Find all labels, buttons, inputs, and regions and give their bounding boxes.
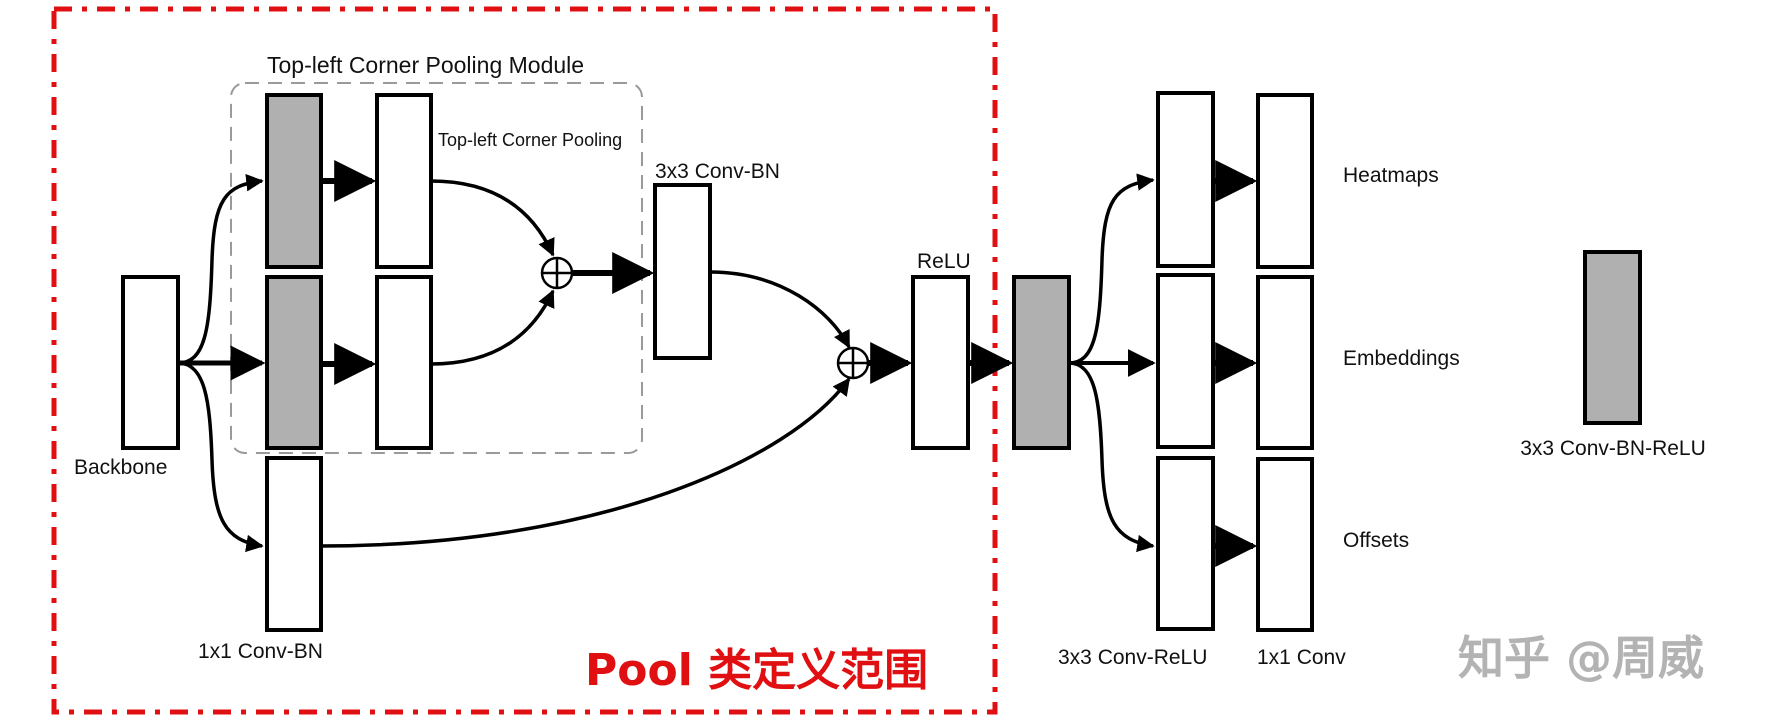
conv-bn-relu-block-out [1012,275,1071,450]
conv1-bn-label: 1x1 Conv-BN [198,640,323,663]
conv3-bn-block [653,183,712,360]
arrow-backbone-to-1x1 [177,361,264,553]
arrow-pool-bottom-to-sum [430,289,555,366]
conv1-label: 1x1 Conv [1257,646,1346,669]
module-title: Top-left Corner Pooling Module [267,52,584,78]
pool-scope-title: Pool 类定义范围 [585,645,928,696]
relu-label: ReLU [917,250,971,273]
conv3-relu-block-offsets [1156,456,1215,631]
backbone-block [121,275,180,450]
pooling-block-bottom [375,275,433,450]
conv3-bn-label: 3x3 Conv-BN [655,160,780,183]
pooling-block-top [375,93,433,269]
conv3-relu-block-embeddings [1156,273,1215,449]
conv1-block-offsets [1256,457,1314,632]
arrow-pool-top-to-sum [430,179,555,257]
conv3-relu-label: 3x3 Conv-ReLU [1058,646,1207,669]
sum-icon-1 [540,256,574,290]
conv-bn-relu-block-top [265,93,323,269]
conv-bn-relu-block-bottom [265,275,323,450]
legend-gray-block [1583,250,1642,425]
arrow-gray-to-heatmaps [1068,173,1155,365]
offsets-label: Offsets [1343,529,1409,552]
conv1-block-heatmaps [1256,93,1314,269]
arrow-gray-to-offsets [1068,361,1155,553]
relu-block [911,275,970,450]
sum-icon-2 [836,346,870,380]
corner-pooling-label: Top-left Corner Pooling [438,130,622,150]
arrow-backbone-to-top [177,173,264,365]
heatmaps-label: Heatmaps [1343,164,1439,187]
legend-gray-label: 3x3 Conv-BN-ReLU [1520,437,1706,460]
embeddings-label: Embeddings [1343,347,1460,370]
watermark: 知乎 @周威 [1458,631,1704,685]
backbone-label: Backbone [74,456,167,479]
conv1-bn-block [265,456,323,632]
conv1-block-embeddings [1256,275,1314,450]
arrow-1x1-to-sum2 [320,377,851,548]
conv3-relu-block-heatmaps [1156,91,1215,268]
arrow-conv3-to-sum2 [709,270,851,349]
